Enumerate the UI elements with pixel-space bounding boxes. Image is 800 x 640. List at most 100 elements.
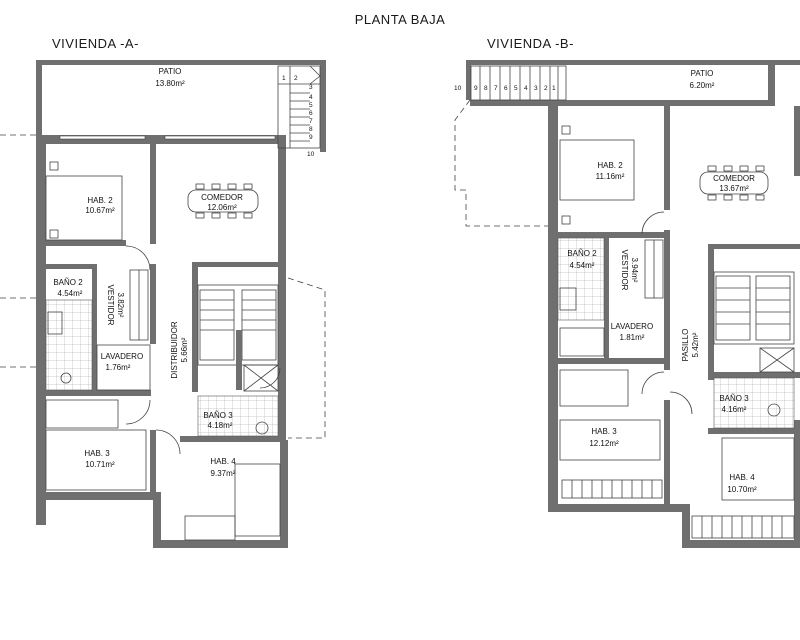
unit-b-patio-stair: 10 9 8 7 6 5 4 3 2 1 <box>454 65 567 101</box>
unit-a-patio-stair: 1 2 3 4 5 6 7 8 9 10 <box>277 65 321 158</box>
unit-b-wall-patio-left <box>466 60 471 100</box>
unit-a-step-4: 4 <box>309 94 313 101</box>
unit-b-bano3-area: 4.16m² <box>722 405 747 414</box>
unit-a-plan: 1 2 3 4 5 6 7 8 9 10 <box>0 60 326 548</box>
unit-a-wall-right-lower <box>280 440 288 548</box>
unit-b-pasillo-area: 5.42m² <box>691 332 700 357</box>
unit-a-central-stair <box>197 284 279 390</box>
unit-b-wall-left <box>548 100 558 512</box>
unit-b-step-1: 1 <box>552 85 556 92</box>
unit-b-wall-bottom-left <box>548 504 684 512</box>
unit-b-dining-table <box>699 165 769 201</box>
unit-a-distribuidor-label: DISTRIBUIDOR <box>170 321 179 379</box>
unit-b-wall-comedor-bottom <box>708 244 800 249</box>
unit-a-comedor-label: COMEDOR <box>201 193 243 202</box>
unit-b-bano2-area: 4.54m² <box>570 261 595 270</box>
unit-b-comedor-area: 13.67m² <box>719 184 749 193</box>
unit-a-wall-hab3-top <box>46 390 151 396</box>
unit-b-step-4: 4 <box>524 85 528 92</box>
unit-b-shower <box>759 347 795 373</box>
unit-a-wall-hab4-top <box>180 436 280 442</box>
unit-b-wall-top <box>466 60 800 65</box>
unit-a-wall-step <box>153 492 161 544</box>
unit-a-title: VIVIENDA -A- <box>52 36 139 51</box>
unit-a-hab2-label: HAB. 2 <box>87 196 113 205</box>
unit-a-step-6: 6 <box>309 110 313 117</box>
unit-a-lavadero-area: 1.76m² <box>106 363 131 372</box>
unit-b-wall-hab4-top <box>708 428 800 434</box>
unit-b-bed-hab2 <box>559 139 635 201</box>
unit-b-lavadero-label: LAVADERO <box>611 322 653 331</box>
unit-a-patio-area: 13.80m² <box>155 79 185 88</box>
unit-a-lavadero-area <box>96 344 151 391</box>
unit-b-patio-label: PATIO <box>691 69 714 78</box>
unit-b-wall-hab2-comedor <box>664 106 670 210</box>
unit-a-wall-patio-left <box>36 60 42 138</box>
unit-b-hab3-label: HAB. 3 <box>591 427 617 436</box>
unit-a-bano3-area: 4.18m² <box>208 421 233 430</box>
unit-a-wall-stair-right <box>320 60 326 152</box>
unit-b-lavadero-area: 1.81m² <box>620 333 645 342</box>
unit-a-vestidor-area: 3.82m² <box>116 293 125 318</box>
unit-a-bed-hab3 <box>45 429 147 491</box>
unit-a-wall-left <box>36 135 46 525</box>
unit-b-wall-hab3-top <box>558 358 664 364</box>
unit-a-wall-vestidor-right <box>150 264 156 344</box>
unit-b-wall-bottom <box>682 540 800 548</box>
unit-a-bed-hab4 <box>234 463 281 537</box>
unit-a-bed-hab2 <box>45 175 123 241</box>
unit-b-hab2-label: HAB. 2 <box>597 161 623 170</box>
unit-b-bano3-label: BAÑO 3 <box>719 394 749 403</box>
unit-b-bano3-floor <box>713 377 795 429</box>
unit-a-hab3-area: 10.71m² <box>85 460 115 469</box>
unit-a-wall-comedor-bottom <box>192 262 280 267</box>
unit-b-hab2-area: 11.16m² <box>596 172 625 181</box>
unit-a-bano2-area: 4.54m² <box>58 289 83 298</box>
unit-a-hab3-label: HAB. 3 <box>84 449 110 458</box>
unit-b-step-8: 8 <box>484 85 488 92</box>
unit-b-step-2: 2 <box>544 85 548 92</box>
unit-a-step-1: 1 <box>282 75 286 82</box>
unit-a-distribuidor-area: 5.66m² <box>180 337 189 362</box>
unit-a-wall-distrib-right <box>192 262 198 392</box>
unit-b-vestidor-label: VESTIDOR <box>620 250 629 291</box>
unit-b-title: VIVIENDA -B- <box>487 36 574 51</box>
unit-a-wall-top <box>36 60 326 65</box>
unit-b-step-10: 10 <box>454 85 462 92</box>
unit-b-pasillo-label: PASILLO <box>681 329 690 362</box>
unit-b-step-7: 7 <box>494 85 498 92</box>
unit-a-wall-right <box>278 140 286 440</box>
unit-b-central-stair <box>713 271 795 345</box>
unit-a-wall-bano2-right <box>92 264 97 394</box>
unit-a-wall-bottom <box>153 540 288 548</box>
unit-a-shower <box>243 364 279 392</box>
unit-b-wall-pasillo-right <box>708 244 714 380</box>
unit-b-bano2-floor <box>557 237 605 321</box>
unit-a-patio-label: PATIO <box>159 67 182 76</box>
unit-b-step-5: 5 <box>514 85 518 92</box>
unit-b-wall-hab2-bottom <box>558 232 664 238</box>
unit-a-bano2-label: BAÑO 2 <box>53 278 83 287</box>
unit-b-step-6: 6 <box>504 85 508 92</box>
unit-b-hab4-label: HAB. 4 <box>729 473 755 482</box>
unit-b-wall-patio-bottom <box>470 100 770 106</box>
unit-b-comedor-label: COMEDOR <box>713 174 755 183</box>
unit-b-vestidor-area: 3.94m² <box>630 258 639 283</box>
unit-a-dining-table <box>187 183 259 219</box>
unit-b-wall-bano3-top <box>708 372 800 378</box>
unit-a-bano3-label: BAÑO 3 <box>203 411 233 420</box>
unit-b-hab4-area: 10.70m² <box>727 485 757 494</box>
unit-b-wall-bano2-right <box>604 238 609 358</box>
unit-a-step-3: 3 <box>309 84 313 91</box>
unit-b-plan: 10 9 8 7 6 5 4 3 2 1 <box>454 60 800 548</box>
unit-a-step-10: 10 <box>307 151 315 158</box>
unit-a-wall-bano2-top <box>46 264 96 269</box>
unit-a-step-7: 7 <box>309 118 313 125</box>
unit-b-hab3-area: 12.12m² <box>589 439 619 448</box>
unit-b-patio-area: 6.20m² <box>690 81 715 90</box>
unit-a-step-8: 8 <box>309 126 313 133</box>
unit-b-wall-step <box>682 504 690 548</box>
unit-b-wall-vestidor-right <box>664 230 670 370</box>
unit-a-step-5: 5 <box>309 102 313 109</box>
unit-a-lavadero-label: LAVADERO <box>101 352 143 361</box>
